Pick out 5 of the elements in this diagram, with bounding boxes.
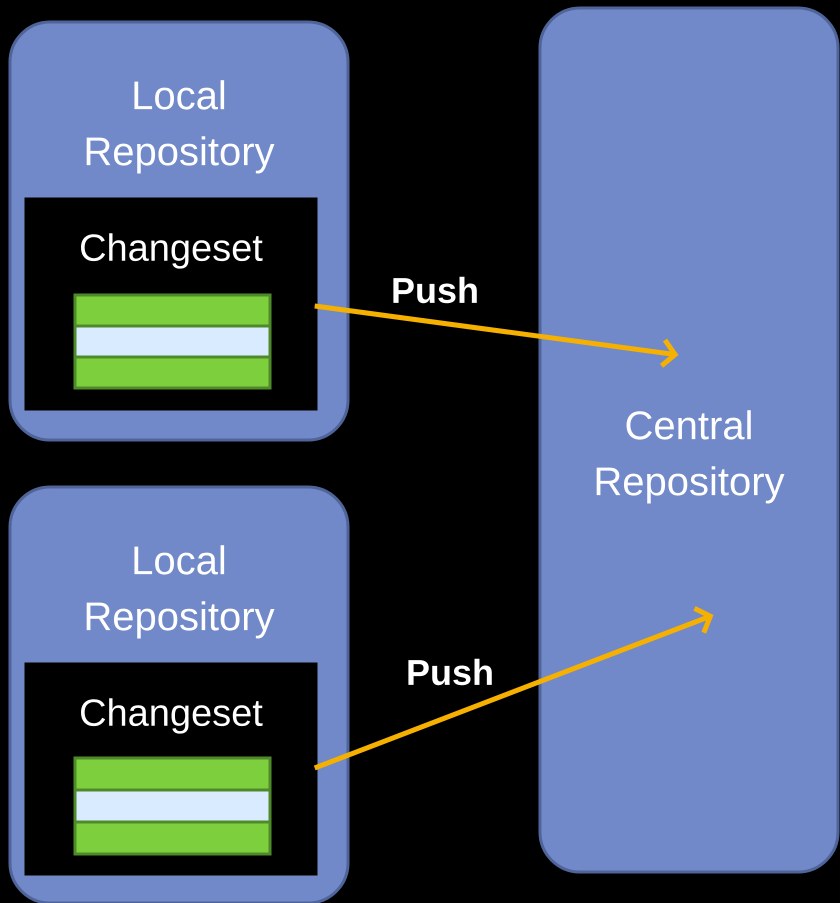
edge-label: Push <box>389 274 481 306</box>
repository-box: Central Repository <box>538 6 840 874</box>
edge-label: Push <box>404 656 496 688</box>
stack-drawing <box>74 756 272 856</box>
stack-drawing <box>74 294 272 390</box>
